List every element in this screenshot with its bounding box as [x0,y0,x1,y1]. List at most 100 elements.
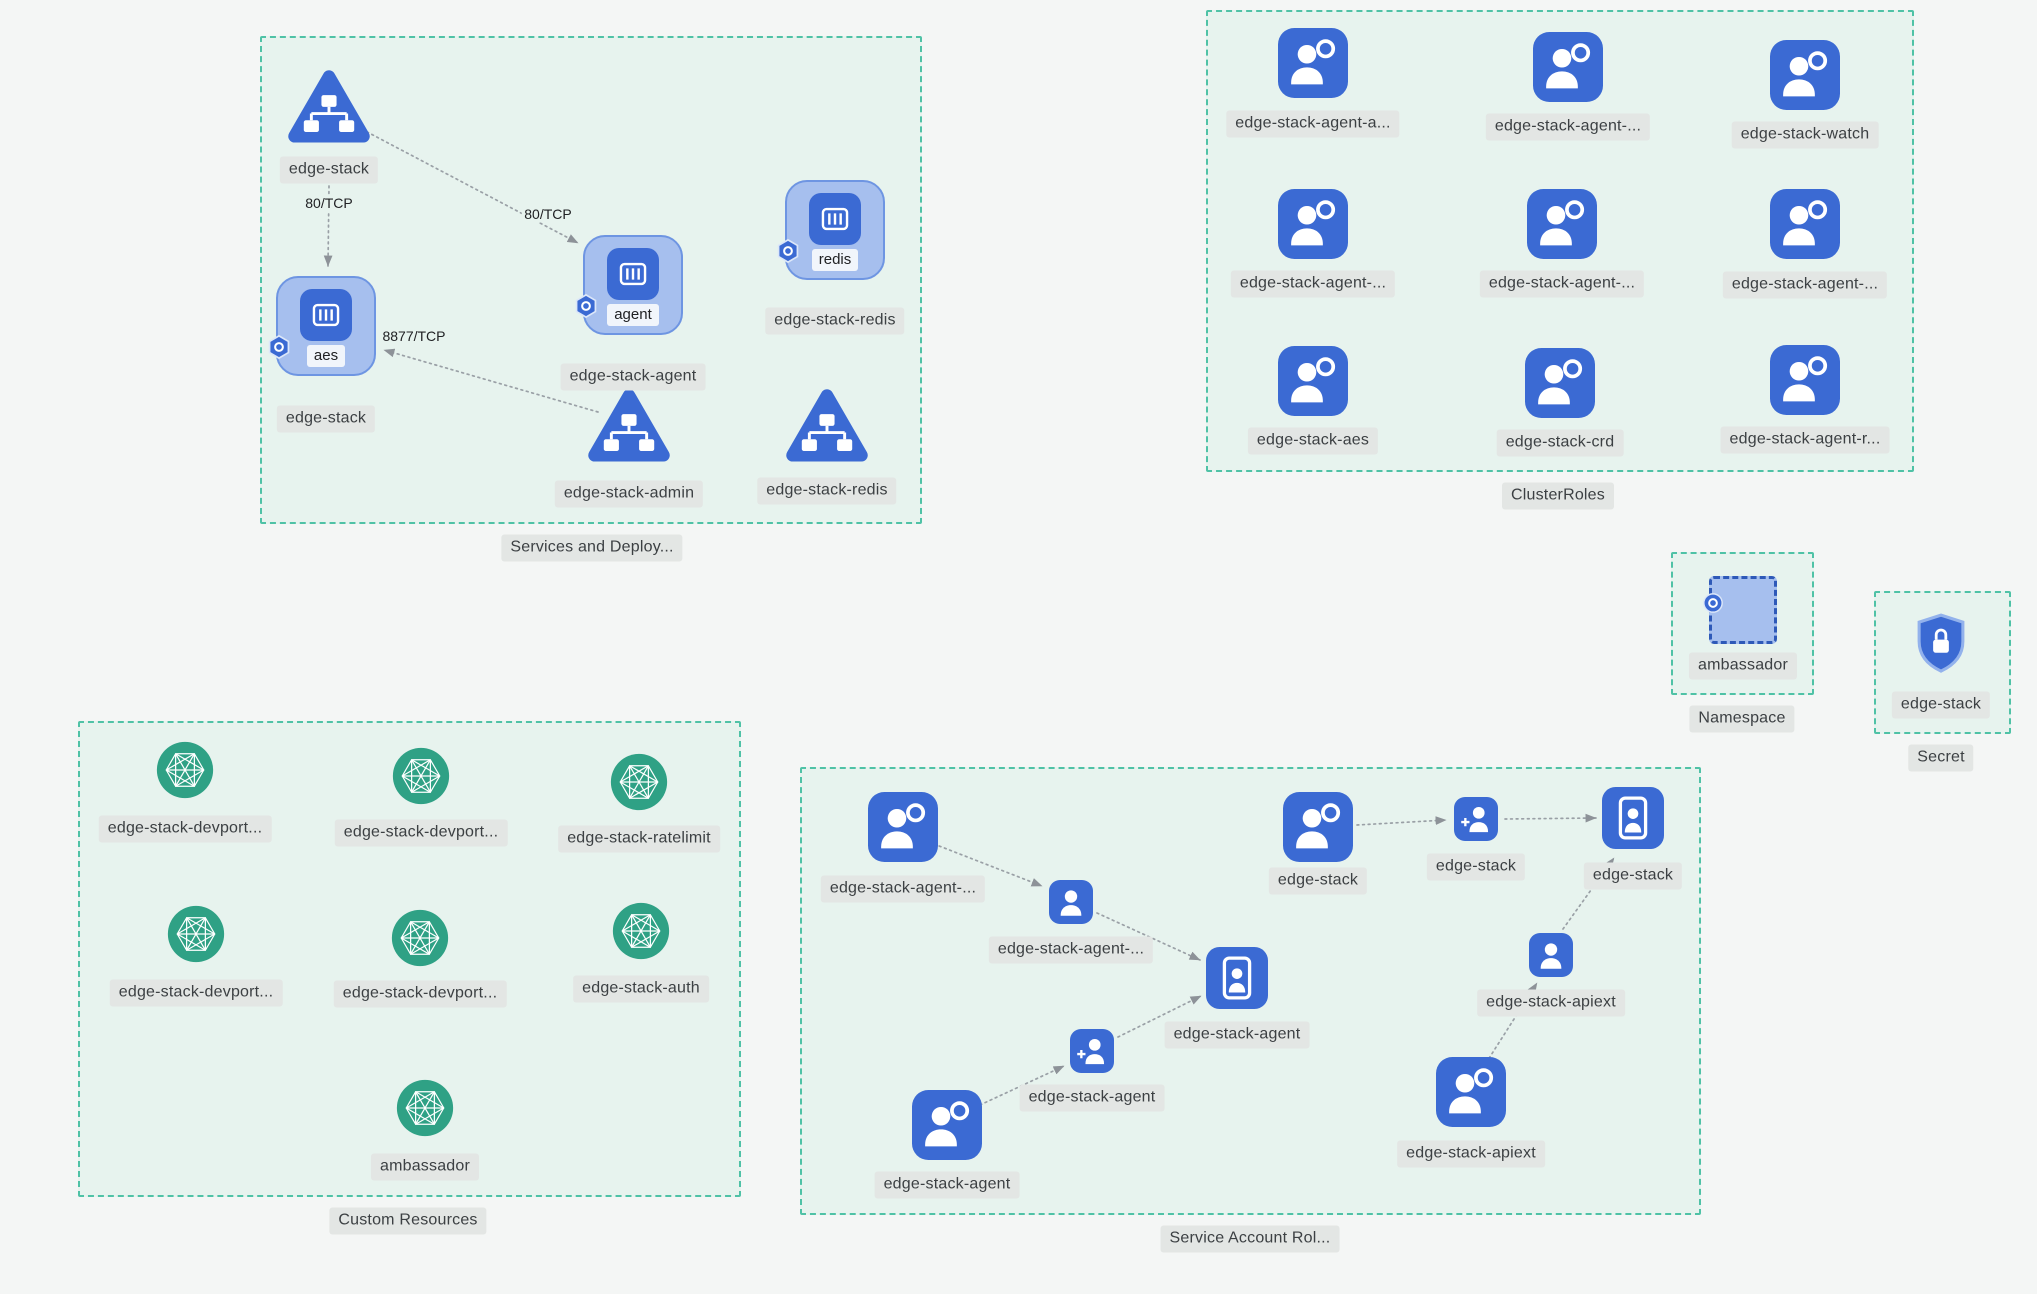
node-crd-4[interactable] [166,904,226,964]
custom-resource-icon [156,741,214,799]
node-label-crd-7: ambassador [370,1153,480,1181]
service-triangle-icon [786,389,868,462]
service-triangle-icon [288,70,370,143]
node-label-clusterrole-2: edge-stack-agent-... [1485,113,1651,141]
node-clusterrole-7[interactable] [1278,346,1348,416]
user-role-icon [868,792,938,862]
node-sa-agent-1[interactable] [868,792,938,862]
node-crd-2[interactable] [391,746,451,806]
node-label-sa-agent-1: edge-stack-agent-... [820,875,986,903]
node-crd-5[interactable] [390,908,450,968]
node-label-clusterrole-7: edge-stack-aes [1247,427,1379,455]
node-label-namespace-ambassador: ambassador [1688,652,1798,680]
node-label-svc-edge-stack-redis: edge-stack-redis [757,477,897,505]
node-binding-apiext[interactable] [1529,933,1573,977]
node-label-sa-agent-2: edge-stack-agent [874,1171,1020,1199]
node-clusterrole-8[interactable] [1525,348,1595,418]
id-badge-icon [1602,787,1664,849]
user-role-icon [1770,345,1840,415]
node-dep-edge-stack-agent[interactable]: agent [575,235,683,335]
node-label-clusterrole-4: edge-stack-agent-... [1230,270,1396,298]
node-clusterrole-6[interactable] [1770,189,1840,259]
node-label-clusterrole-9: edge-stack-agent-r... [1720,426,1890,454]
node-label-crd-2: edge-stack-devport... [334,819,508,847]
node-binding-edge-stack[interactable] [1454,797,1498,841]
user-role-icon [1436,1057,1506,1127]
workload-inner-label: redis [811,249,859,271]
node-clusterrole-1[interactable] [1278,28,1348,98]
user-role-icon [1533,32,1603,102]
user-plus-icon [1454,797,1498,841]
node-label-dep-edge-stack-aes: edge-stack [276,405,376,433]
node-svc-edge-stack-redis[interactable] [785,388,869,462]
user-role-icon [912,1090,982,1160]
node-crd-3[interactable] [609,752,669,812]
node-label-binding-agent-2: edge-stack-agent [1019,1084,1165,1112]
user-role-icon [1278,28,1348,98]
custom-resource-icon [392,747,450,805]
node-clusterrole-5[interactable] [1527,189,1597,259]
node-label-svc-edge-stack-admin: edge-stack-admin [554,480,704,508]
node-label-sa-edge-stack: edge-stack [1268,867,1368,895]
node-label-clusterrole-3: edge-stack-watch [1731,121,1879,149]
hexagon-badge-icon [575,293,597,319]
user-role-icon [1278,189,1348,259]
node-label-dep-edge-stack-agent: edge-stack-agent [560,363,706,391]
node-label-role-agent: edge-stack-agent [1164,1021,1310,1049]
node-label-crd-4: edge-stack-devport... [109,979,283,1007]
node-crd-1[interactable] [155,740,215,800]
node-dep-edge-stack-redis[interactable]: redis [777,180,885,280]
node-clusterrole-2[interactable] [1533,32,1603,102]
node-secret-edge-stack[interactable] [1913,612,1969,676]
hexagon-badge-icon [268,334,290,360]
node-clusterrole-3[interactable] [1770,40,1840,110]
service-triangle-icon [588,389,670,462]
node-label-crd-1: edge-stack-devport... [98,815,272,843]
user-role-icon [1278,346,1348,416]
node-role-edge-stack[interactable] [1602,787,1664,849]
node-crd-6[interactable] [611,901,671,961]
node-clusterrole-9[interactable] [1770,345,1840,415]
node-sa-edge-stack[interactable] [1283,792,1353,862]
user-role-icon [1527,189,1597,259]
node-dep-edge-stack-aes[interactable]: aes [268,276,376,376]
group-label-custom-resources: Custom Resources [329,1207,487,1235]
user-role-icon [1529,933,1573,977]
node-crd-7[interactable] [395,1078,455,1138]
node-clusterrole-4[interactable] [1278,189,1348,259]
custom-resource-icon [610,753,668,811]
node-label-secret-edge-stack: edge-stack [1891,691,1991,719]
id-badge-icon [1206,947,1268,1009]
hexagon-badge-icon [777,238,799,264]
node-sa-agent-2[interactable] [912,1090,982,1160]
node-role-agent[interactable] [1206,947,1268,1009]
user-role-icon [1525,348,1595,418]
user-role-icon [1770,40,1840,110]
custom-resource-icon [167,905,225,963]
node-label-binding-edge-stack: edge-stack [1426,853,1526,881]
node-label-binding-agent-1: edge-stack-agent-... [988,936,1154,964]
node-binding-agent-2[interactable] [1070,1029,1114,1073]
workload-inner-label: agent [607,304,659,326]
workload-icon: redis [777,180,885,280]
node-svc-edge-stack-admin[interactable] [587,388,671,462]
node-svc-edge-stack[interactable] [287,69,371,143]
group-label-service-account-roles: Service Account Rol... [1160,1225,1340,1253]
node-label-clusterrole-6: edge-stack-agent-... [1722,271,1888,299]
workload-inner-label: aes [306,345,346,367]
node-label-crd-3: edge-stack-ratelimit [558,825,720,853]
workload-icon: agent [575,235,683,335]
node-namespace-ambassador[interactable] [1703,576,1777,644]
node-binding-agent-1[interactable] [1049,880,1093,924]
node-label-clusterrole-5: edge-stack-agent-... [1479,270,1645,298]
user-role-icon [1770,189,1840,259]
group-label-namespace: Namespace [1689,705,1795,733]
node-sa-apiext[interactable] [1436,1057,1506,1127]
node-label-binding-apiext: edge-stack-apiext [1477,989,1625,1017]
node-label-crd-6: edge-stack-auth [573,975,709,1003]
group-label-secret: Secret [1908,744,1974,772]
node-label-crd-5: edge-stack-devport... [333,980,507,1008]
user-role-icon [1049,880,1093,924]
namespace-badge-icon [1703,593,1723,613]
workload-icon: aes [268,276,376,376]
